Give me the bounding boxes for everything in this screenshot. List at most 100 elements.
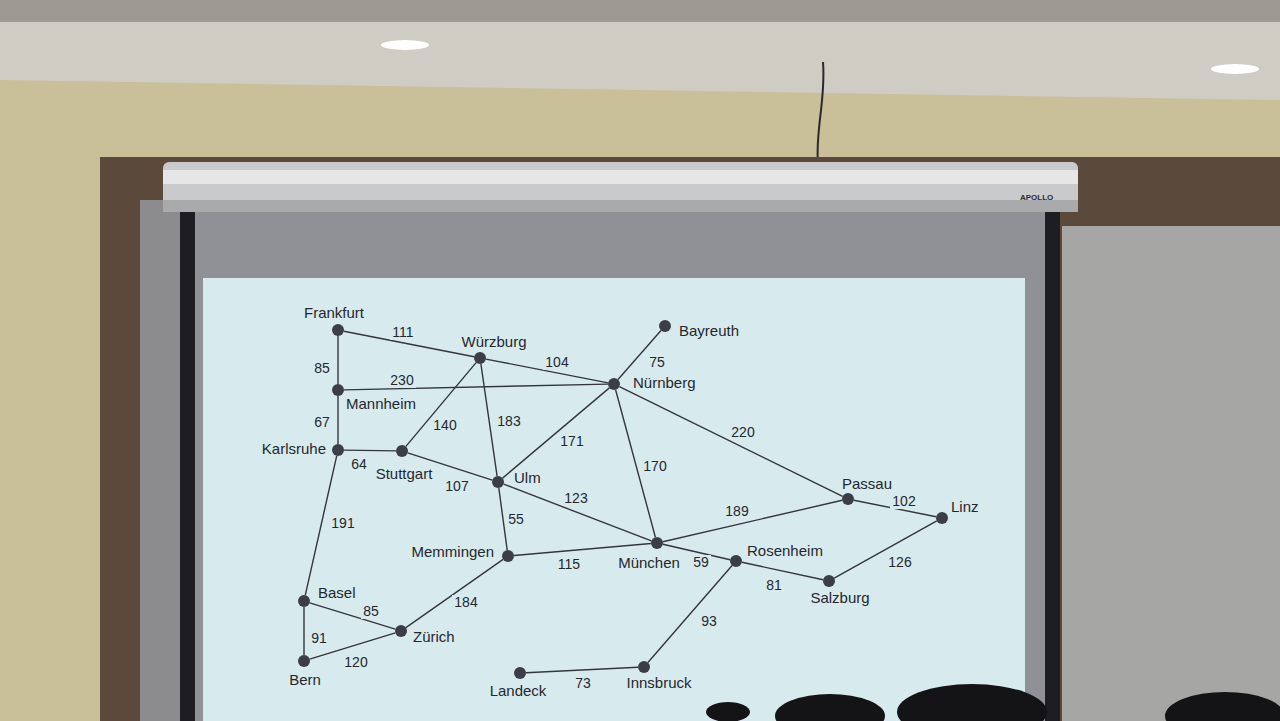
road-line xyxy=(834,521,937,578)
whiteboard xyxy=(1062,226,1280,721)
ceiling-light xyxy=(1211,64,1259,74)
city-dot: Rosenheim xyxy=(730,555,742,567)
road-line xyxy=(310,603,396,629)
city-name: Passau xyxy=(841,476,893,492)
distance-label: 64 xyxy=(349,457,369,472)
side-panel xyxy=(140,200,184,721)
distance-label: 191 xyxy=(329,516,356,531)
road-line xyxy=(514,544,651,556)
city-name: Rosenheim xyxy=(746,543,824,559)
distance-label: 107 xyxy=(443,479,470,494)
city-name: Landeck xyxy=(489,683,548,699)
road-line xyxy=(337,336,338,384)
distance-label: 73 xyxy=(573,676,593,691)
city-name: Mannheim xyxy=(345,396,417,412)
city-name: Würzburg xyxy=(460,334,527,350)
distance-label: 91 xyxy=(309,631,329,646)
distance-label: 81 xyxy=(764,578,784,593)
city-dot: Salzburg xyxy=(823,575,835,587)
city-dot: Bern xyxy=(298,655,310,667)
hand-silhouette xyxy=(706,702,750,721)
brand-label: APOLLO xyxy=(1020,193,1053,202)
ceiling xyxy=(0,22,1280,100)
road-line xyxy=(303,607,304,655)
distance-label: 126 xyxy=(886,555,913,570)
city-name: Salzburg xyxy=(809,590,870,606)
city-dot: Mannheim xyxy=(332,384,344,396)
city-name: Innsbruck xyxy=(625,675,692,691)
city-name: Nürnberg xyxy=(632,375,697,391)
city-name: Ulm xyxy=(513,470,542,486)
wooden-frame xyxy=(100,157,1280,721)
road-line xyxy=(344,384,608,390)
distance-label: 140 xyxy=(431,418,458,433)
ceiling-edge xyxy=(0,0,1280,22)
city-dot: Zürich xyxy=(395,625,407,637)
distance-label: 104 xyxy=(543,355,570,370)
road-line xyxy=(663,500,842,541)
distance-label: 93 xyxy=(699,614,719,629)
head-silhouette xyxy=(775,694,885,721)
city-name: Zürich xyxy=(412,629,456,645)
city-name: Karlsruhe xyxy=(261,441,327,457)
distance-label: 59 xyxy=(691,555,711,570)
city-dot: Würzburg xyxy=(474,352,486,364)
distance-label: 67 xyxy=(312,415,332,430)
city-name: Bern xyxy=(288,672,322,688)
road-line xyxy=(503,388,610,478)
distance-label: 120 xyxy=(342,655,369,670)
city-name: München xyxy=(617,555,681,571)
screen-surface xyxy=(195,205,1045,721)
distance-label: 230 xyxy=(388,373,415,388)
city-name: Linz xyxy=(950,499,980,515)
road-line xyxy=(648,566,732,663)
road-line xyxy=(504,484,652,541)
distance-label: 55 xyxy=(506,512,526,527)
casing-highlight xyxy=(163,170,1078,184)
distance-label: 75 xyxy=(647,355,667,370)
distance-label: 85 xyxy=(361,604,381,619)
city-dot: Karlsruhe xyxy=(332,444,344,456)
road-line xyxy=(526,667,638,672)
road-line xyxy=(619,387,842,497)
city-dot: Basel xyxy=(298,595,310,607)
ceiling-light xyxy=(381,40,429,50)
distance-label: 102 xyxy=(890,494,917,509)
distance-label: 171 xyxy=(558,434,585,449)
casing-shadow xyxy=(163,200,1078,212)
city-dot: Innsbruck xyxy=(638,661,650,673)
distance-label: 170 xyxy=(641,459,668,474)
head-silhouette xyxy=(897,684,1047,721)
city-name: Frankfurt xyxy=(303,305,365,321)
distance-label: 183 xyxy=(495,414,522,429)
city-dot: Frankfurt xyxy=(332,324,344,336)
city-dot: Stuttgart xyxy=(396,445,408,457)
distance-label: 111 xyxy=(390,325,415,340)
road-line xyxy=(344,449,396,451)
road-line xyxy=(406,559,503,627)
screen-border xyxy=(180,198,1060,721)
distance-label: 189 xyxy=(723,504,750,519)
distance-label: 220 xyxy=(729,425,756,440)
city-dot: Ulm xyxy=(492,476,504,488)
city-dot: Bayreuth xyxy=(659,320,671,332)
head-silhouette xyxy=(1165,692,1280,721)
city-dot: Memmingen xyxy=(502,550,514,562)
distance-label: 184 xyxy=(452,595,479,610)
distance-label: 123 xyxy=(562,491,589,506)
road-line xyxy=(337,396,338,444)
distance-label: 85 xyxy=(312,361,332,376)
city-name: Memmingen xyxy=(410,544,495,560)
city-name: Stuttgart xyxy=(375,466,434,482)
screen-casing xyxy=(163,162,1078,212)
city-dot: Passau xyxy=(842,493,854,505)
city-name: Bayreuth xyxy=(678,323,740,339)
distance-label: 115 xyxy=(556,557,582,572)
city-name: Basel xyxy=(317,585,357,601)
city-dot: Landeck xyxy=(514,667,526,679)
city-dot: Linz xyxy=(936,512,948,524)
